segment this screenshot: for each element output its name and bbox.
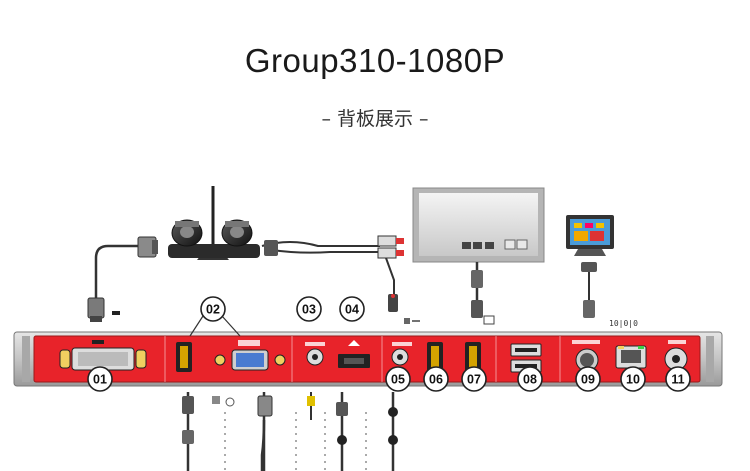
callout-circle-08 — [517, 366, 543, 392]
dvi-port — [59, 340, 147, 371]
audio-in-port — [391, 342, 412, 366]
callout-circle-10 — [620, 366, 646, 392]
callout-circle-02 — [200, 296, 226, 322]
callout-circle-07 — [461, 366, 487, 392]
callout-circle-11 — [665, 366, 691, 392]
callout-number-10: 10 — [626, 373, 640, 387]
lan-port — [615, 345, 647, 369]
hdmi-out-port-2 — [465, 342, 481, 372]
callout-number-06: 06 — [429, 373, 443, 387]
callout-number-09: 09 — [581, 373, 595, 387]
callout-circle-06 — [423, 366, 449, 392]
serial-port — [572, 340, 600, 372]
port-02-leaders — [189, 315, 241, 337]
page-title: Group310-1080P — [244, 42, 506, 79]
hdmi-out-port-1 — [427, 342, 443, 372]
callout-number-08: 08 — [523, 373, 537, 387]
callout-circle-03 — [296, 296, 322, 322]
page-subtitle: – 背板展示 – — [321, 108, 429, 130]
camera-dvi-cable — [87, 236, 158, 322]
serial-device-icon: 10|0|0 — [566, 215, 638, 328]
callout-circle-01 — [87, 366, 113, 392]
hdmi-port-in — [176, 342, 192, 372]
camera-icon — [168, 186, 260, 260]
vga-port — [214, 340, 286, 371]
callout-circle-09 — [575, 366, 601, 392]
audio-out-port — [305, 342, 325, 366]
callout-number-04: 04 — [345, 303, 359, 317]
monitor-icon — [412, 187, 545, 325]
callout-number-05: 05 — [391, 373, 405, 387]
bottom-cables — [182, 392, 398, 471]
audio-cable — [261, 235, 420, 324]
callout-number-07: 07 — [467, 373, 481, 387]
callout-number-03: 03 — [302, 303, 316, 317]
monitor-model-label: 10|0|0 — [609, 319, 638, 328]
callout-number-11: 11 — [671, 373, 684, 387]
callout-circle-04 — [339, 296, 365, 322]
port-number-callouts: 01 02 03 04 05 06 07 08 09 10 11 — [87, 296, 691, 392]
callout-number-02: 02 — [206, 303, 220, 317]
callout-number-01: 01 — [93, 373, 107, 387]
camera-port — [338, 340, 370, 368]
callout-circle-05 — [385, 366, 411, 392]
